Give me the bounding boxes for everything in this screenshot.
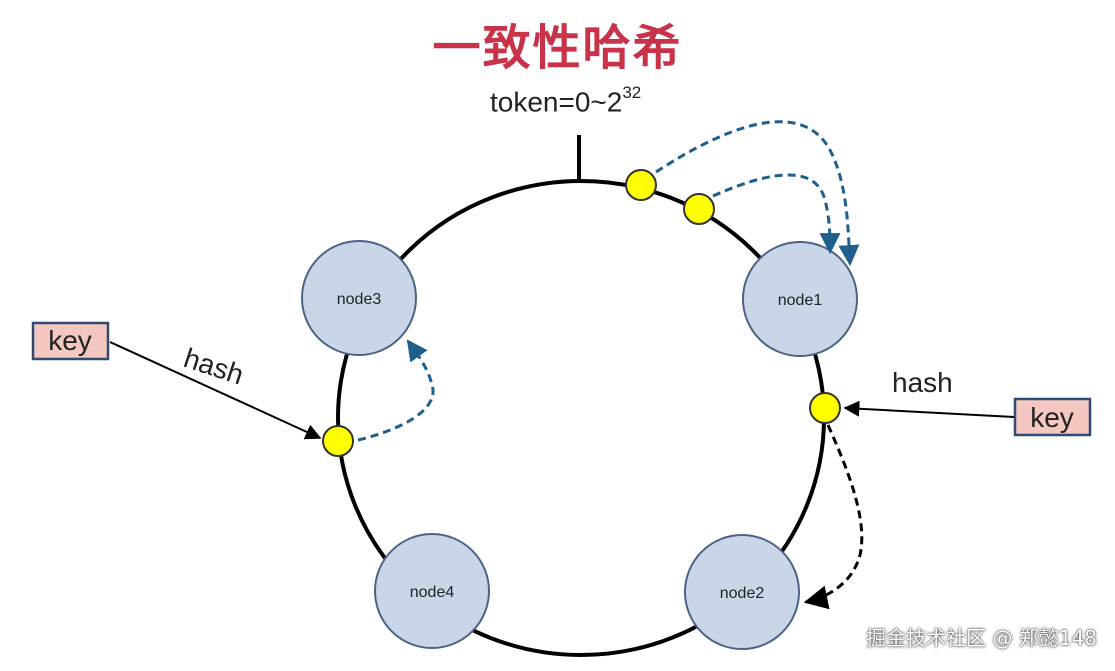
token-range-base: token=0~2: [490, 86, 623, 118]
node1-label: node1: [778, 292, 823, 309]
node2: node2: [684, 534, 800, 650]
node3-label: node3: [337, 291, 382, 308]
node4-label: node4: [410, 584, 455, 601]
dashed-arrow-to-node3: [357, 339, 435, 442]
hash-label-left: hash: [180, 342, 247, 390]
token-range-label: token=0~232: [490, 83, 642, 118]
key-box-left: key: [31, 321, 110, 361]
hash-label-right: hash: [892, 367, 953, 398]
token-range-exponent: 32: [622, 83, 642, 102]
node4: node4: [374, 533, 490, 649]
node3: node3: [301, 240, 417, 356]
key-box-right: key: [1013, 397, 1092, 437]
dashed-arrow-to-node1-inner: [712, 173, 841, 255]
hash-point-right: [809, 392, 841, 424]
hash-point-top-1: [625, 169, 657, 201]
hash-point-top-2: [683, 193, 715, 225]
page-title: 一致性哈希: [432, 20, 683, 76]
key-label-left: key: [48, 325, 92, 356]
hash-arrow-left: [109, 341, 322, 440]
hash-arrow-right: [843, 400, 1015, 418]
key-label-right: key: [1030, 402, 1074, 433]
hash-point-left: [322, 425, 354, 457]
dashed-arrow-to-node2: [803, 424, 864, 610]
node2-label: node2: [720, 585, 765, 602]
watermark: 掘金技术社区 @ 郑懿148: [866, 626, 1097, 650]
node1: node1: [742, 241, 858, 357]
